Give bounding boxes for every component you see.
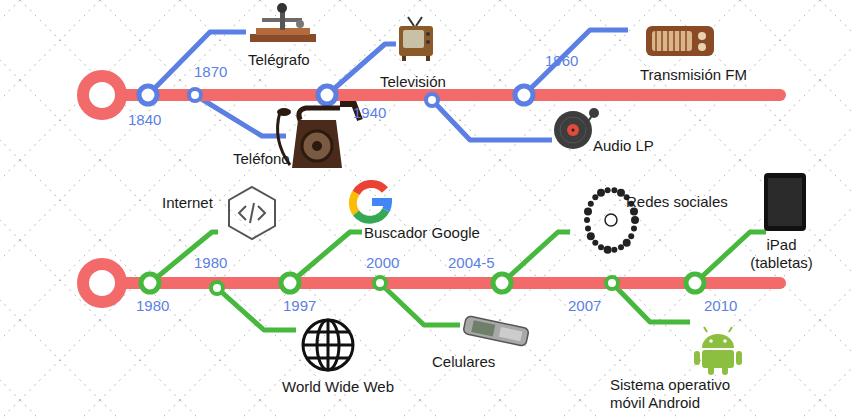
social-icon-dot xyxy=(592,240,598,246)
event-label: Celulares xyxy=(432,353,495,371)
social-icon-dot xyxy=(618,244,624,250)
year-label: 2007 xyxy=(568,297,601,315)
television-icon xyxy=(399,17,433,61)
year-label: 1960 xyxy=(545,52,578,70)
social-icon-dot xyxy=(611,247,617,253)
cell-phone-icon xyxy=(463,316,529,347)
vinyl-record-icon xyxy=(554,108,599,149)
android-robot-icon xyxy=(694,327,742,375)
telegraph-icon xyxy=(250,3,316,42)
year-label: 1940 xyxy=(353,104,386,122)
event-label: Televisión xyxy=(380,73,446,91)
event-label: Transmisión FM xyxy=(640,66,747,84)
event-label: Audio LP xyxy=(593,137,654,155)
social-icon-dot xyxy=(617,189,625,197)
year-label: 1840 xyxy=(128,111,161,129)
bottom-timeline xyxy=(83,232,780,330)
social-icon-dot xyxy=(611,187,617,193)
social-icon-dot xyxy=(587,232,595,240)
globe-icon xyxy=(303,320,353,370)
social-icon-dot xyxy=(584,217,590,223)
social-icon-dot xyxy=(623,239,631,247)
social-icon-dot xyxy=(628,233,634,239)
social-icon-dot xyxy=(604,246,612,254)
event-label: Teléfono xyxy=(233,150,290,168)
year-label: 1980 xyxy=(136,297,169,315)
social-icon-dot xyxy=(597,189,605,197)
event-label: Buscador Google xyxy=(364,224,480,242)
social-icon-dot xyxy=(598,244,604,250)
year-label: 2000 xyxy=(366,254,399,272)
event-label: Internet xyxy=(162,194,213,212)
radio-icon xyxy=(646,26,714,56)
year-label: 2010 xyxy=(704,297,737,315)
event-label: Sistema operativo móvil Android xyxy=(610,376,750,412)
year-label: 2004-5 xyxy=(448,254,495,272)
social-icon-dot xyxy=(631,226,637,232)
social-icon-dot xyxy=(605,187,611,193)
year-label: 1980 xyxy=(194,254,227,272)
year-label: 1870 xyxy=(194,63,227,81)
tablet-icon xyxy=(764,173,806,231)
year-label: 1997 xyxy=(283,297,316,315)
social-icon-dot xyxy=(585,226,591,232)
social-icon-dot xyxy=(588,201,594,207)
event-label: Telégrafo xyxy=(248,51,310,69)
event-label: iPad (tabletas) xyxy=(744,236,819,272)
code-hexagon-icon xyxy=(229,187,275,239)
event-label: World Wide Web xyxy=(282,378,394,396)
social-icon-dot xyxy=(592,194,598,200)
event-label: Redes sociales xyxy=(626,193,728,211)
social-icon-dot xyxy=(584,208,592,216)
social-icon-dot xyxy=(631,216,639,224)
google-logo-icon xyxy=(353,184,388,220)
